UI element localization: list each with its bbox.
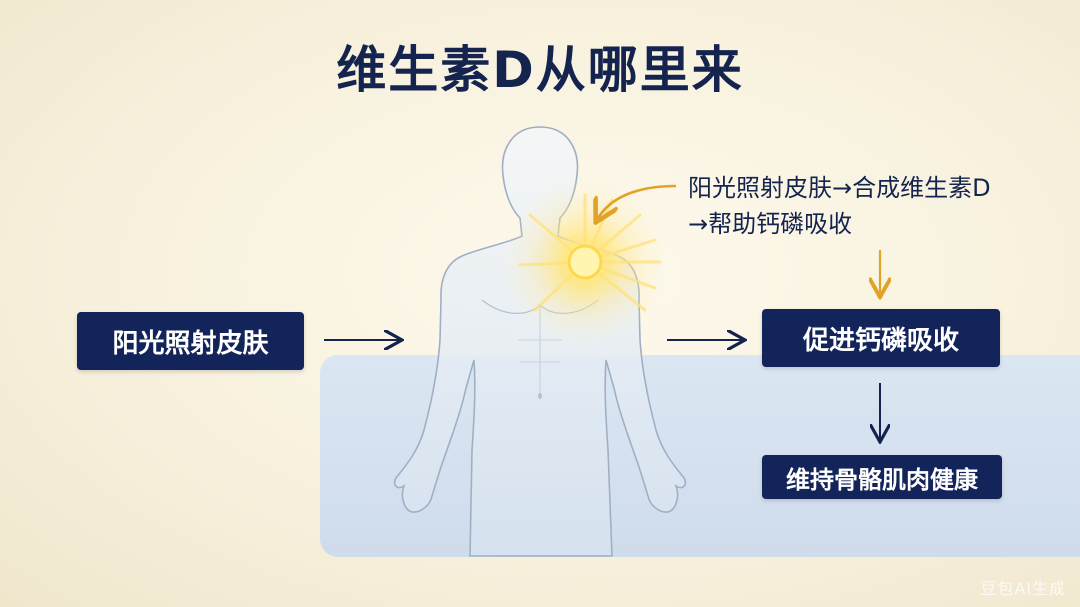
bone-muscle-health-box: 维持骨骼肌肉健康 <box>762 455 1002 499</box>
page-title: 维生素D从哪里来 <box>336 41 744 99</box>
sunlight-skin-box: 阳光照射皮肤 <box>77 312 304 370</box>
calcium-absorption-label: 促进钙磷吸收 <box>802 325 959 356</box>
bone-muscle-health-label: 维持骨骼肌肉健康 <box>786 465 978 494</box>
sun-glow-icon <box>500 177 670 347</box>
watermark: 豆包AI生成 <box>980 579 1066 598</box>
annotation-line-2: →帮助钙磷吸收 <box>688 210 853 238</box>
synthesis-annotation: 阳光照射皮肤→合成维生素D →帮助钙磷吸收 <box>688 170 1068 242</box>
arrow-annotation-to-shoulder <box>597 184 677 220</box>
sunlight-skin-label: 阳光照射皮肤 <box>112 328 269 359</box>
annotation-line-1: 阳光照射皮肤→合成维生素D <box>688 174 991 202</box>
calcium-absorption-box: 促进钙磷吸收 <box>762 309 1000 367</box>
